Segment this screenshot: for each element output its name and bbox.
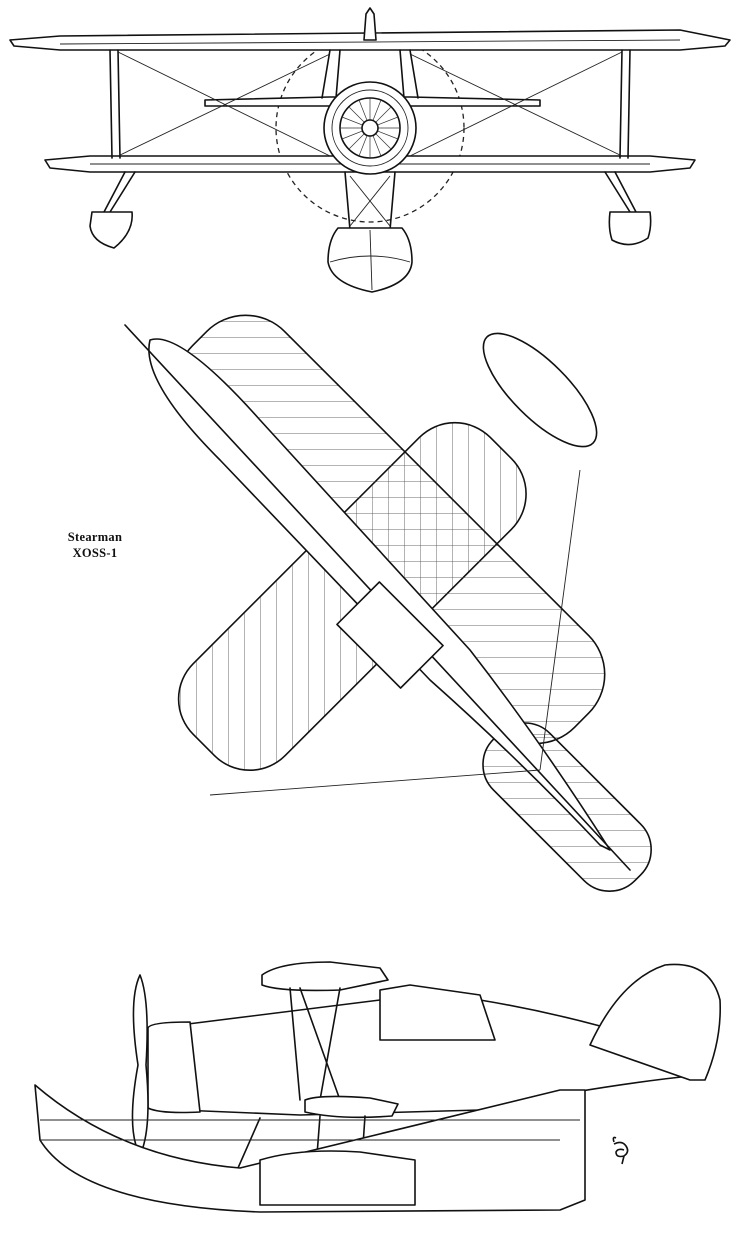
- tail-fin: [589, 963, 722, 1081]
- top-view: [124, 314, 652, 892]
- left-strut: [109, 49, 113, 159]
- side-float: [34, 1084, 586, 1213]
- side-upper-wing: [261, 961, 389, 992]
- right-strut: [619, 49, 623, 159]
- side-canopy: [379, 984, 496, 1041]
- artist-signature: [612, 1136, 629, 1165]
- right-tip-float: [608, 211, 652, 246]
- fin-tip: [363, 7, 377, 41]
- front-view: [9, 7, 731, 293]
- cockpit: [336, 581, 444, 689]
- propeller-disc: [482, 332, 598, 448]
- main-float: [327, 227, 413, 293]
- side-cowling: [147, 1021, 201, 1114]
- side-propeller: [131, 974, 149, 1156]
- caption-designation: XOSS-1: [72, 546, 118, 560]
- left-tip-float: [89, 211, 133, 249]
- caption-manufacturer: Stearman: [67, 530, 123, 544]
- aircraft-caption: Stearman XOSS-1: [40, 529, 150, 561]
- side-lower-wing: [304, 1095, 399, 1119]
